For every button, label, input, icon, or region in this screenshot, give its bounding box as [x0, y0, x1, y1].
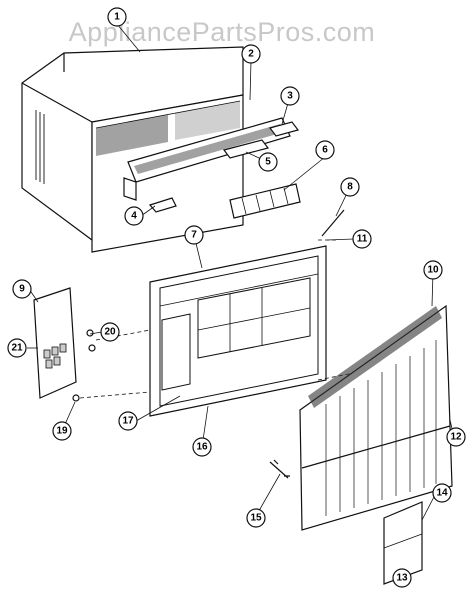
- callout-10-label: 10: [427, 265, 439, 276]
- latch-15: [269, 459, 290, 479]
- screw-20b: [88, 344, 96, 352]
- callout-14-label: 14: [436, 488, 448, 499]
- callout-20-label: 20: [104, 327, 116, 338]
- callout-8: 8: [340, 177, 360, 197]
- callout-16: 16: [192, 437, 212, 457]
- callout-4-label: 4: [131, 211, 137, 222]
- callout-12: 12: [446, 427, 466, 447]
- access-door: [383, 501, 423, 585]
- callout-4: 4: [124, 206, 144, 226]
- front-frame: [149, 245, 327, 417]
- bracket-3: [268, 121, 300, 137]
- insert-6: [229, 183, 301, 219]
- callout-2: 2: [241, 44, 261, 64]
- rod-8: [321, 209, 345, 237]
- callout-20: 20: [100, 322, 120, 342]
- callout-7-label: 7: [191, 230, 197, 241]
- callout-12-label: 12: [450, 432, 462, 443]
- screw-19: [72, 394, 80, 402]
- callout-5-label: 5: [265, 157, 271, 168]
- callout-13-label: 13: [396, 573, 408, 584]
- callout-3: 3: [280, 86, 300, 106]
- bracket-5: [222, 139, 270, 159]
- callout-19-label: 19: [56, 426, 68, 437]
- callout-21-label: 21: [11, 343, 23, 354]
- callout-13: 13: [392, 568, 412, 588]
- callout-3-label: 3: [287, 91, 293, 102]
- callout-21: 21: [7, 338, 27, 358]
- callout-11: 11: [352, 229, 372, 249]
- callout-17: 17: [118, 411, 138, 431]
- louver-housing: [123, 117, 291, 201]
- callout-9-label: 9: [19, 284, 25, 295]
- front-grille: [299, 304, 453, 531]
- callout-15: 15: [246, 508, 266, 528]
- callout-17-label: 17: [122, 416, 134, 427]
- screw-20a: [86, 329, 94, 337]
- callout-10: 10: [423, 260, 443, 280]
- clip-4: [148, 197, 177, 213]
- callout-9: 9: [12, 279, 32, 299]
- callout-16-label: 16: [196, 442, 208, 453]
- callout-5: 5: [258, 152, 278, 172]
- callout-14: 14: [432, 483, 452, 503]
- callout-11-label: 11: [357, 234, 368, 245]
- callout-8-label: 8: [347, 182, 353, 193]
- callout-2-label: 2: [248, 49, 254, 60]
- callout-6-label: 6: [322, 145, 328, 156]
- callout-1-label: 1: [114, 12, 120, 23]
- control-panel: [33, 287, 77, 399]
- callout-15-label: 15: [250, 513, 262, 524]
- callout-19: 19: [52, 421, 72, 441]
- callout-7: 7: [184, 225, 204, 245]
- callout-1: 1: [107, 7, 127, 27]
- callout-6: 6: [315, 140, 335, 160]
